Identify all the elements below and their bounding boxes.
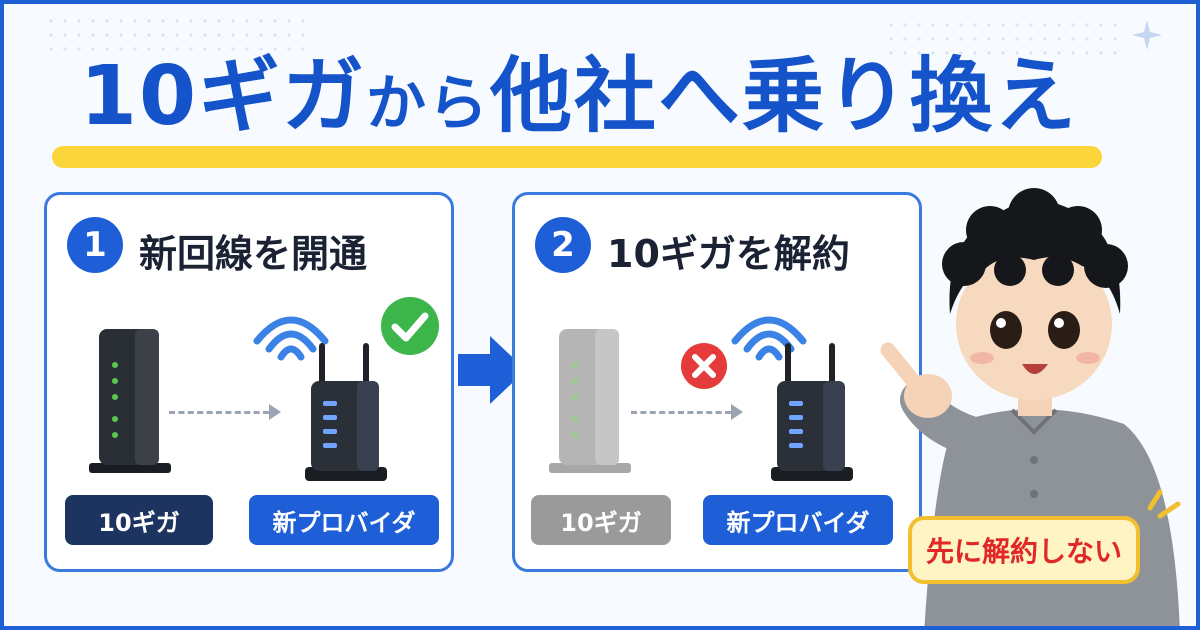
warning-callout: 先に解約しない <box>908 516 1140 584</box>
page-title: 10ギガから他社へ乗り換え <box>4 56 1154 138</box>
dot-pattern <box>44 14 304 62</box>
dashed-arrow-line <box>631 411 731 414</box>
wifi-signal-icon <box>253 316 329 361</box>
step-panel-2: 2 10ギガを解約 <box>512 192 922 572</box>
label-new-provider: 新プロバイダ <box>249 495 439 545</box>
title-part-1: 10ギガ <box>79 49 367 144</box>
router-icon <box>771 343 853 481</box>
sparkle-icon <box>1132 20 1162 50</box>
dashed-arrow-line <box>169 411 269 414</box>
modem-icon-inactive <box>549 329 631 473</box>
title-part-3: 他社へ乗り換え <box>490 49 1079 144</box>
dot-pattern <box>884 18 1124 58</box>
title-underline <box>52 146 1102 168</box>
step-number-badge: 2 <box>535 217 591 273</box>
label-10giga-inactive: 10ギガ <box>531 495 671 545</box>
modem-icon <box>89 329 171 473</box>
step-number-badge: 1 <box>67 217 123 273</box>
step-panel-1: 1 新回線を開通 <box>44 192 454 572</box>
label-new-provider: 新プロバイダ <box>703 495 893 545</box>
step-title: 新回線を開通 <box>139 232 368 276</box>
title-part-2: から <box>366 69 491 139</box>
arrow-right-icon <box>458 336 526 404</box>
emphasis-lines-icon <box>1147 489 1181 519</box>
cross-circle-icon <box>681 343 727 389</box>
dashed-arrow-head <box>269 404 281 420</box>
dashed-arrow-head <box>731 404 743 420</box>
label-10giga: 10ギガ <box>65 495 213 545</box>
check-circle-icon <box>381 297 439 355</box>
router-icon <box>305 343 387 481</box>
step-title: 10ギガを解約 <box>607 232 850 276</box>
